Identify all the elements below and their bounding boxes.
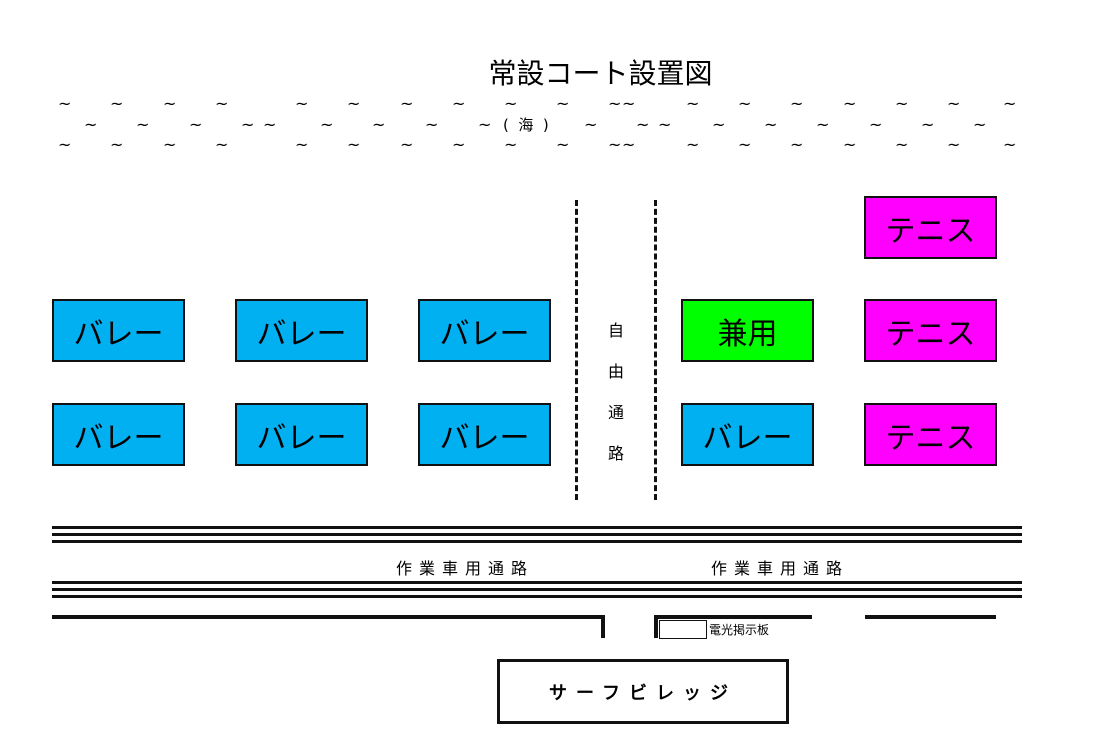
free-path-left-edge xyxy=(575,200,578,500)
volleyball-court: バレー xyxy=(418,299,551,362)
wave-mark: ~ xyxy=(584,115,598,134)
wave-mark: ~ xyxy=(843,135,857,154)
wave-mark: ~ xyxy=(895,94,909,113)
wave-mark: ~ xyxy=(189,115,203,134)
wave-mark: ~ xyxy=(556,94,570,113)
wave-mark: ~ xyxy=(320,115,334,134)
volleyball-court: バレー xyxy=(235,299,368,362)
wave-mark: ~ xyxy=(1003,94,1017,113)
wave-mark: ~ xyxy=(921,115,935,134)
wave-mark: ~ xyxy=(816,115,830,134)
road-line xyxy=(52,526,1022,529)
road-line xyxy=(52,595,1022,598)
volleyball-court: バレー xyxy=(418,403,551,466)
tennis-court: テニス xyxy=(864,196,997,259)
wave-mark: ~ xyxy=(163,94,177,113)
wave-mark: ~ xyxy=(295,135,309,154)
tennis-court: テニス xyxy=(864,403,997,466)
diagram-title: 常設コート設置図 xyxy=(488,57,713,90)
wave-mark: ~ xyxy=(686,94,700,113)
wave-mark: ~ xyxy=(400,135,414,154)
sea-label: ( 海 ) xyxy=(503,116,549,134)
wave-mark: ~ xyxy=(622,135,636,154)
wall xyxy=(601,615,605,638)
wave-mark: ~ xyxy=(1003,135,1017,154)
service-road-label: 作業車用通路 xyxy=(396,559,535,578)
wave-mark: ~ xyxy=(869,115,883,134)
wave-mark: ~ xyxy=(843,94,857,113)
wave-mark: ~ xyxy=(452,94,466,113)
wave-mark: ~ xyxy=(400,94,414,113)
volleyball-court: バレー xyxy=(235,403,368,466)
wave-mark: ~ xyxy=(295,94,309,113)
free-path-right-edge xyxy=(654,200,657,500)
wave-mark: ~ xyxy=(241,115,255,134)
volleyball-court: バレー xyxy=(52,403,185,466)
wave-mark: ~ xyxy=(504,135,518,154)
wave-mark: ~ xyxy=(738,94,752,113)
wall xyxy=(654,615,658,638)
free-path-char: 路 xyxy=(607,444,624,463)
wave-mark: ~ xyxy=(556,135,570,154)
wave-mark: ~ xyxy=(372,115,386,134)
road-line xyxy=(52,581,1022,584)
wave-mark: ~ xyxy=(622,94,636,113)
wave-mark: ~ xyxy=(347,135,361,154)
wave-mark: ~ xyxy=(790,135,804,154)
wave-mark: ~ xyxy=(738,135,752,154)
wave-mark: ~ xyxy=(58,135,72,154)
wave-mark: ~ xyxy=(712,115,726,134)
wave-mark: ~ xyxy=(636,115,650,134)
wall xyxy=(52,615,605,619)
wave-mark: ~ xyxy=(110,94,124,113)
wave-mark: ~ xyxy=(215,94,229,113)
tennis-court: テニス xyxy=(864,299,997,362)
volleyball-court: バレー xyxy=(52,299,185,362)
wave-mark: ~ xyxy=(658,115,672,134)
road-line xyxy=(52,588,1022,591)
wave-mark: ~ xyxy=(84,115,98,134)
wave-mark: ~ xyxy=(110,135,124,154)
wall xyxy=(654,615,812,619)
wave-mark: ~ xyxy=(504,94,518,113)
wave-mark: ~ xyxy=(215,135,229,154)
wave-mark: ~ xyxy=(608,94,622,113)
wave-mark: ~ xyxy=(478,115,492,134)
wave-mark: ~ xyxy=(58,94,72,113)
wave-mark: ~ xyxy=(163,135,177,154)
free-path-char: 由 xyxy=(607,362,624,381)
wave-mark: ~ xyxy=(947,94,961,113)
wave-mark: ~ xyxy=(425,115,439,134)
wave-mark: ~ xyxy=(895,135,909,154)
free-path-char: 通 xyxy=(607,403,624,422)
wave-mark: ~ xyxy=(947,135,961,154)
free-path-char: 自 xyxy=(607,321,624,340)
wall xyxy=(865,615,996,619)
service-road-label: 作業車用通路 xyxy=(711,559,850,578)
surf-village-building: サーフビレッジ xyxy=(497,659,789,724)
wave-mark: ~ xyxy=(347,94,361,113)
volleyball-court: バレー xyxy=(681,403,814,466)
scoreboard-label: 電光掲示板 xyxy=(709,623,770,637)
road-line xyxy=(52,540,1022,543)
wave-mark: ~ xyxy=(136,115,150,134)
wave-mark: ~ xyxy=(764,115,778,134)
wave-mark: ~ xyxy=(452,135,466,154)
wave-mark: ~ xyxy=(790,94,804,113)
wave-mark: ~ xyxy=(686,135,700,154)
shared-court: 兼用 xyxy=(681,299,814,362)
wave-mark: ~ xyxy=(608,135,622,154)
electronic-scoreboard xyxy=(659,620,707,639)
wave-mark: ~ xyxy=(973,115,987,134)
free-path-label: 自 由 通 路 xyxy=(605,310,627,474)
wave-mark: ~ xyxy=(263,115,277,134)
road-line xyxy=(52,533,1022,536)
